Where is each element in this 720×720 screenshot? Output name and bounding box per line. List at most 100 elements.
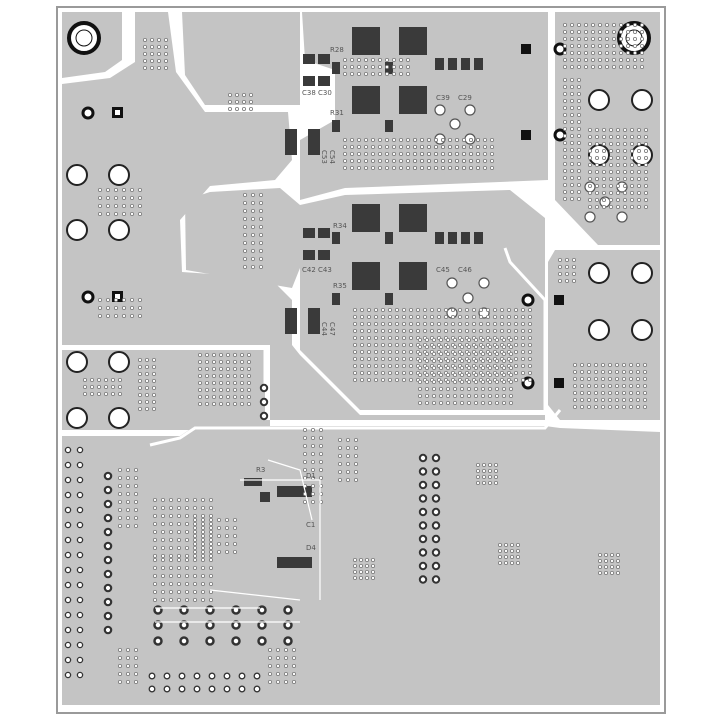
via: [232, 387, 237, 392]
via: [424, 337, 429, 342]
via: [156, 38, 161, 43]
via: [337, 445, 342, 450]
via: [98, 203, 103, 208]
header-pin: [418, 507, 428, 517]
via: [481, 480, 486, 485]
via: [492, 314, 497, 319]
via: [466, 400, 471, 405]
mounting-hole-icon: [75, 29, 93, 47]
via: [644, 162, 649, 167]
via: [572, 257, 577, 262]
via: [422, 307, 427, 312]
via: [499, 328, 504, 333]
via: [509, 555, 514, 560]
via: [342, 151, 347, 156]
via: [594, 383, 599, 388]
via: [563, 92, 568, 97]
via: [405, 165, 410, 170]
via: [168, 546, 173, 551]
via: [447, 144, 452, 149]
via: [452, 386, 457, 391]
via: [342, 165, 347, 170]
via: [111, 391, 116, 396]
header-pin: [431, 561, 441, 571]
via: [580, 376, 585, 381]
via: [211, 387, 216, 392]
via: [594, 376, 599, 381]
via: [310, 467, 315, 472]
via: [318, 451, 323, 456]
via: [570, 51, 575, 56]
via: [640, 37, 645, 42]
via: [588, 141, 593, 146]
via: [373, 363, 378, 368]
via: [629, 397, 634, 402]
via: [605, 65, 610, 70]
via: [394, 377, 399, 382]
label-c1: C1: [306, 521, 315, 529]
via: [587, 390, 592, 395]
header-pin: [431, 575, 441, 584]
via: [643, 390, 648, 395]
via: [570, 22, 575, 27]
via: [445, 337, 450, 342]
via: [591, 22, 596, 27]
via: [610, 565, 615, 570]
via: [363, 72, 368, 77]
via: [275, 672, 280, 677]
via: [118, 516, 123, 521]
via: [482, 151, 487, 156]
via: [433, 137, 438, 142]
via: [643, 362, 648, 367]
via: [598, 37, 603, 42]
via: [144, 392, 149, 397]
via: [644, 176, 649, 181]
via: [218, 373, 223, 378]
via: [137, 313, 142, 318]
via: [426, 158, 431, 163]
via: [577, 106, 582, 111]
via: [494, 372, 499, 377]
via: [508, 400, 513, 405]
via: [208, 558, 213, 563]
through-hole-pad-icon: [631, 144, 653, 166]
header-pin: [76, 491, 84, 499]
via: [630, 148, 635, 153]
via: [366, 328, 371, 333]
via: [184, 522, 189, 527]
left-connector-pads: [66, 164, 130, 429]
via: [232, 542, 237, 547]
via: [184, 566, 189, 571]
via: [380, 342, 385, 347]
via: [349, 58, 354, 63]
via: [176, 566, 181, 571]
via: [349, 158, 354, 163]
label-c47: C47: [328, 322, 336, 336]
via: [521, 349, 526, 354]
via: [370, 151, 375, 156]
via: [573, 376, 578, 381]
via: [151, 399, 156, 404]
via: [577, 127, 582, 132]
via: [616, 204, 621, 209]
via: [122, 203, 127, 208]
via: [302, 451, 307, 456]
via: [342, 137, 347, 142]
via: [431, 386, 436, 391]
via: [429, 314, 434, 319]
via-field: [83, 22, 649, 685]
via: [438, 358, 443, 363]
via: [615, 376, 620, 381]
via: [450, 328, 455, 333]
via: [412, 158, 417, 163]
via: [493, 468, 498, 473]
via: [598, 571, 603, 576]
via: [601, 383, 606, 388]
via: [118, 648, 123, 653]
via: [337, 477, 342, 482]
via: [598, 553, 603, 558]
via: [401, 335, 406, 340]
via: [152, 590, 157, 595]
header-pin: [418, 548, 428, 557]
via: [487, 393, 492, 398]
